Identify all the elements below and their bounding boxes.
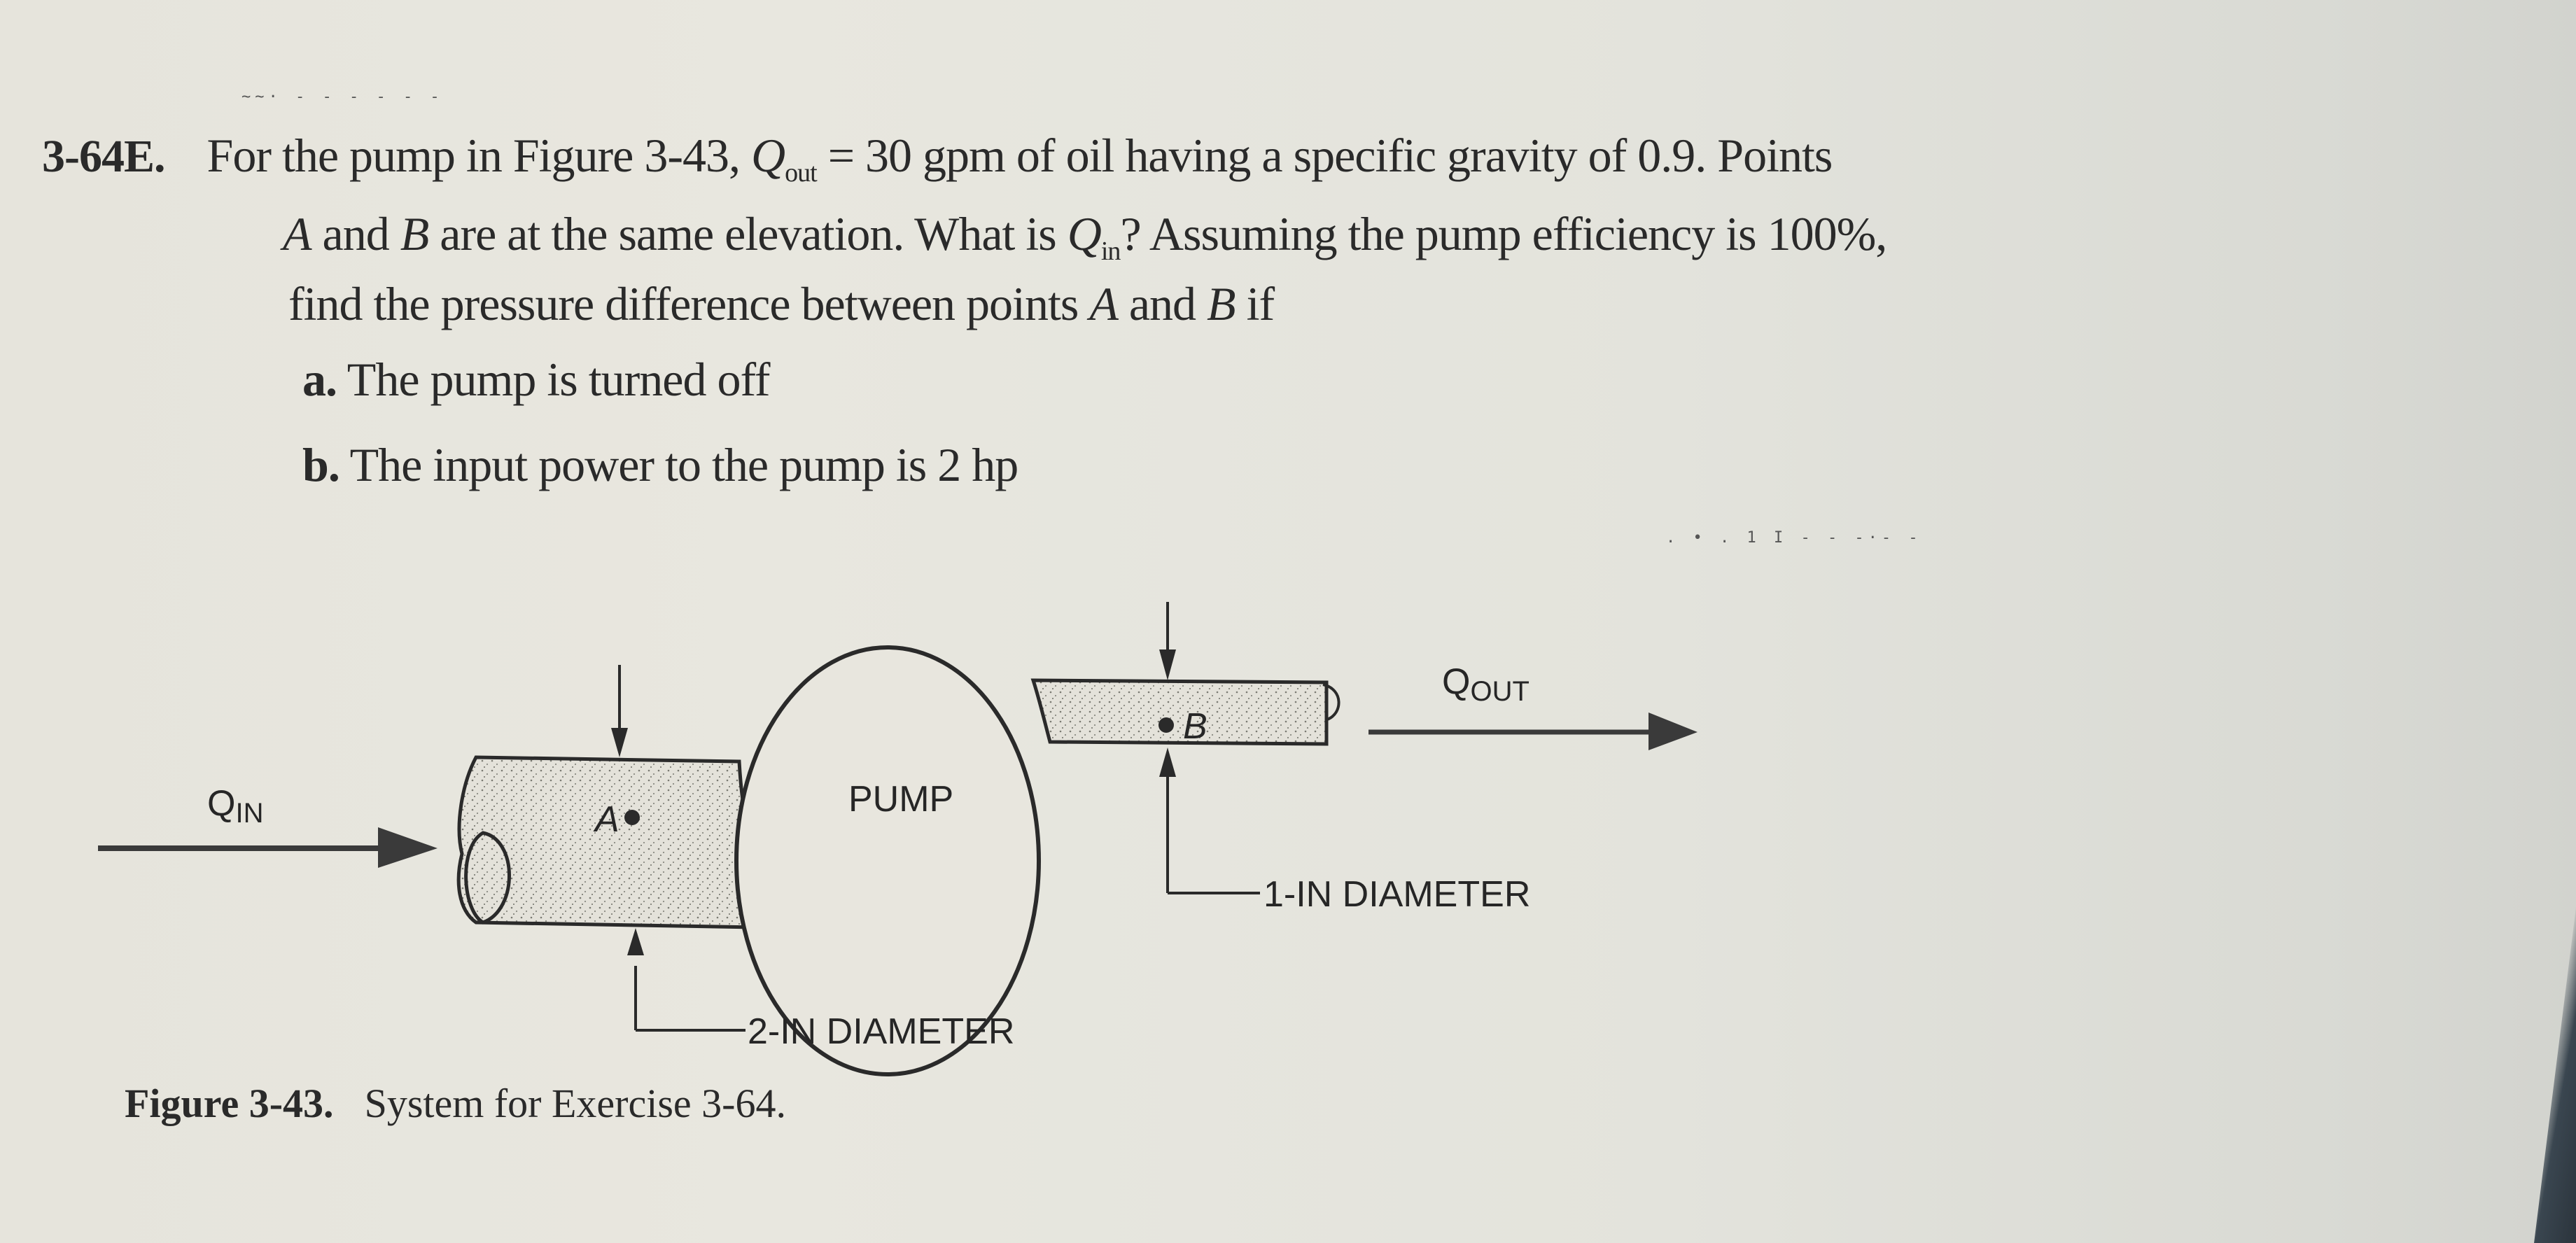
problem-item-a: a. The pump is turned off — [302, 353, 771, 406]
q-out-flow-arrow — [1368, 712, 1698, 750]
q-in-flow-arrow — [98, 827, 438, 868]
q-out-label: QOUT — [1442, 661, 1530, 707]
inlet-pipe — [456, 755, 802, 930]
figure-caption: Figure 3-43. System for Exercise 3-64. — [125, 1083, 786, 1124]
caption-number: Figure 3-43. — [125, 1081, 334, 1126]
outlet-diameter-dimension — [1159, 602, 1260, 894]
outlet-pipe — [1030, 678, 1340, 746]
q-out-symbol: Q — [751, 129, 785, 182]
stray-scan-marks: . • . 1 I - - -·- - — [1666, 529, 1922, 547]
problem-line-2: A and B are at the same elevation. What … — [283, 207, 1887, 266]
q-in-symbol: Q — [1067, 207, 1102, 260]
problem-number: 3-64E. — [42, 131, 165, 182]
problem-item-b: b. The input power to the pump is 2 hp — [302, 438, 1018, 491]
point-a-label: A — [595, 799, 620, 840]
inlet-diameter-dimension — [611, 665, 746, 1032]
problem-line-1: 3-64E. For the pump in Figure 3-43, Qout… — [42, 129, 1833, 188]
pump-diagram — [98, 602, 1698, 1076]
point-b-label: B — [1183, 706, 1208, 747]
point-b-marker — [1158, 717, 1174, 733]
page-corner-shadow — [2534, 907, 2576, 1243]
figure-3-43-pump-system: QIN QOUT PUMP A B 2-IN DIAMETER 1-IN DIA… — [0, 602, 1820, 1092]
header-scan-marks: ~~· - - - - - - — [241, 88, 444, 106]
point-a-marker — [624, 810, 640, 825]
pump-housing — [734, 645, 1041, 1076]
outlet-diameter-label: 1-IN DIAMETER — [1264, 874, 1531, 915]
caption-text: System for Exercise 3-64. — [364, 1081, 786, 1126]
inlet-diameter-label: 2-IN DIAMETER — [748, 1011, 1015, 1052]
pump-label: PUMP — [848, 779, 954, 820]
q-in-label: QIN — [207, 783, 264, 829]
problem-line-3: find the pressure difference between poi… — [288, 277, 1275, 330]
